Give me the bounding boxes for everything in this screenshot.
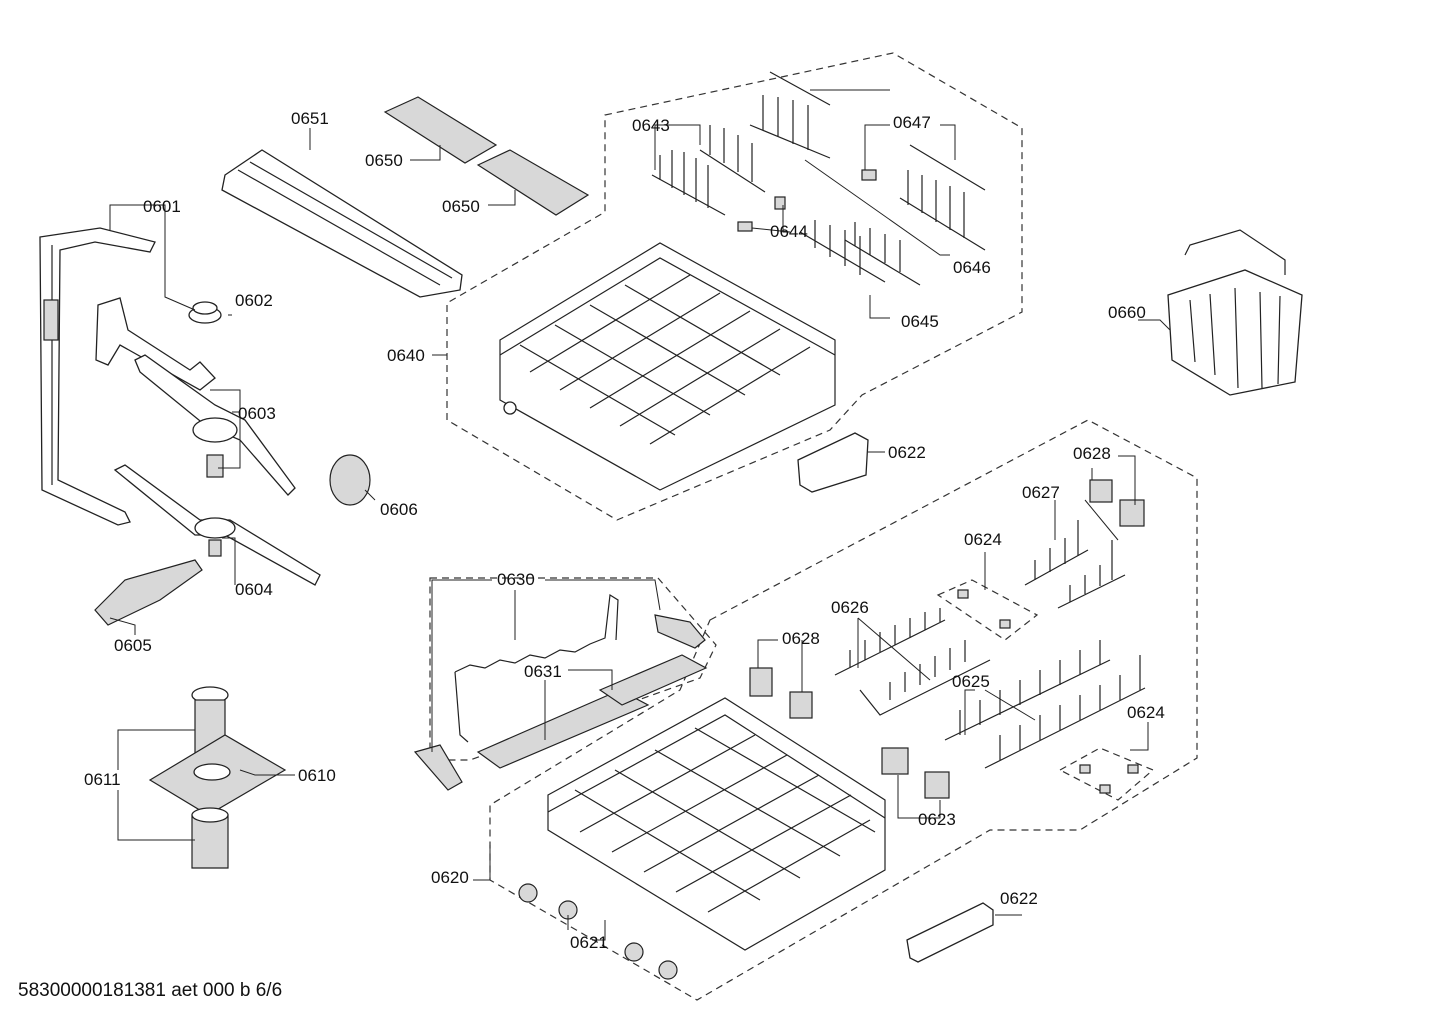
- upper-basket-part: [499, 242, 836, 491]
- label-0631: 0631: [524, 662, 562, 681]
- label-0605: 0605: [114, 636, 152, 655]
- label-0626: 0626: [831, 598, 869, 617]
- label-0602: 0602: [235, 291, 273, 310]
- leader-lines: [109, 89, 1171, 941]
- label-0625: 0625: [952, 672, 990, 691]
- lower-basket-part: [547, 697, 886, 951]
- wheels-0621-part: [518, 883, 678, 980]
- label-0601: 0601: [143, 197, 181, 216]
- label-0644: 0644: [770, 222, 808, 241]
- sieve-cover-part: [94, 559, 203, 626]
- label-0650-a: 0650: [365, 151, 403, 170]
- label-0650-b: 0650: [442, 197, 480, 216]
- clips-0623-part: [881, 747, 950, 799]
- cup-rack-tines-part: [651, 125, 766, 216]
- folding-tines-0647-part: [749, 71, 986, 251]
- label-0603: 0603: [238, 404, 276, 423]
- cutlery-tray-insert-a-part: [383, 96, 498, 164]
- folding-tines-0645-part: [799, 220, 921, 286]
- label-0640: 0640: [387, 346, 425, 365]
- folding-tines-0626-part: [834, 608, 991, 716]
- label-0647: 0647: [893, 113, 931, 132]
- label-0611: 0611: [84, 770, 121, 789]
- cutlery-tray-part: [221, 149, 463, 298]
- label-0646: 0646: [953, 258, 991, 277]
- clip-set-0624-bottom-outline: [1058, 747, 1155, 801]
- label-0621: 0621: [570, 933, 608, 952]
- clips-0628-part: [749, 479, 1145, 719]
- folding-tines-0627-part: [1024, 520, 1126, 609]
- label-0651: 0651: [291, 109, 329, 128]
- basket-handle-bottom-part: [906, 902, 994, 963]
- clip-set-0624-top-outline: [936, 579, 1039, 641]
- label-0624-bottom: 0624: [1127, 703, 1165, 722]
- label-0660: 0660: [1108, 303, 1146, 322]
- filter-assembly-part: [148, 686, 287, 869]
- upper-spray-arm-part: [95, 297, 296, 496]
- clips-0624-part: [957, 589, 1139, 794]
- clip-0644b-part: [774, 196, 786, 210]
- label-0645: 0645: [901, 312, 939, 331]
- basket-handle-top-part: [797, 432, 869, 493]
- label-0620: 0620: [431, 868, 469, 887]
- folding-tines-0625-part: [944, 640, 1146, 769]
- cutlery-basket-part: [1167, 229, 1303, 396]
- label-0622-top: 0622: [888, 443, 926, 462]
- label-0630: 0630: [497, 570, 535, 589]
- label-0627: 0627: [1022, 483, 1060, 502]
- label-0628-mid: 0628: [782, 629, 820, 648]
- cutlery-rack-0631-part: [476, 654, 708, 769]
- label-0610: 0610: [298, 766, 336, 785]
- nozzle-part: [188, 301, 222, 324]
- label-0628-top: 0628: [1073, 444, 1111, 463]
- label-0624-top: 0624: [964, 530, 1002, 549]
- label-0622-bottom: 0622: [1000, 889, 1038, 908]
- document-id: 58300000181381 aet 000 b 6/6: [18, 980, 283, 1001]
- lower-spray-arm-part: [113, 464, 321, 586]
- clip-0644-part: [737, 221, 753, 232]
- cutlery-rail-part: [413, 593, 706, 791]
- callout-labels: 0601 0602 0603 0604 0605 0606 0610 0611 …: [84, 109, 1165, 952]
- label-0623: 0623: [918, 810, 956, 829]
- clip-0647-part: [861, 169, 877, 181]
- label-0643: 0643: [632, 116, 670, 135]
- label-0604: 0604: [235, 580, 273, 599]
- lower-basket-group-outline: [489, 419, 1198, 1001]
- label-0606: 0606: [380, 500, 418, 519]
- upper-basket-group-outline: [446, 52, 1023, 521]
- cutlery-tray-insert-b-part: [476, 149, 590, 216]
- supply-tube-part: [39, 227, 156, 526]
- spray-disc-part: [329, 454, 371, 506]
